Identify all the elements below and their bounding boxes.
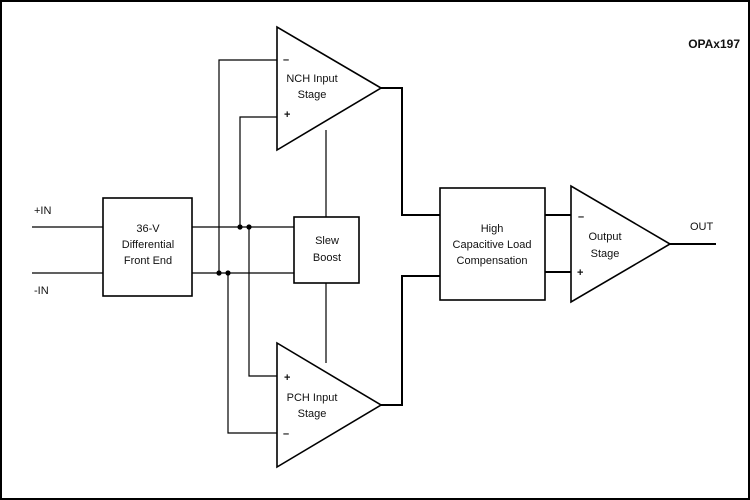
diagram-title: OPAx197 <box>688 37 740 51</box>
front-end-line-2: Differential <box>122 239 174 251</box>
compensation-line-1: High <box>481 223 504 235</box>
nch-output-wire <box>381 87 440 216</box>
pch-plus-wire <box>248 227 277 377</box>
compensation-line-2: Capacitive Load <box>453 239 532 251</box>
nch-plus-wire <box>239 116 277 227</box>
junction-dot <box>216 270 222 276</box>
minus-in-label: -IN <box>34 285 49 297</box>
nch-minus-wire <box>218 59 277 273</box>
compensation-line-3: Compensation <box>457 255 528 267</box>
nch-plus-sign: + <box>284 109 290 121</box>
nch-amplifier-triangle <box>276 25 383 152</box>
front-end-block <box>102 197 193 297</box>
compensation-block <box>439 187 546 301</box>
pch-minus-wire <box>227 273 277 434</box>
front-end-line-3: Front End <box>124 255 172 267</box>
nch-label-line-2: Stage <box>298 89 327 101</box>
out-label: OUT <box>690 221 714 233</box>
junction-dot <box>237 224 243 230</box>
pch-output-wire <box>381 275 440 406</box>
pch-amplifier-triangle <box>276 341 383 469</box>
pch-plus-sign: + <box>284 372 290 384</box>
pch-minus-sign: – <box>283 428 289 440</box>
output-plus-sign: + <box>577 267 583 279</box>
slew-boost-block <box>293 216 360 284</box>
junction-dot <box>225 270 231 276</box>
junction-dot <box>246 224 252 230</box>
pch-label-line-1: PCH Input <box>287 392 338 404</box>
nch-minus-sign: – <box>283 54 289 66</box>
output-stage-line-1: Output <box>588 231 621 243</box>
output-stage-line-2: Stage <box>591 248 620 260</box>
front-end-line-1: 36-V <box>136 223 160 235</box>
slew-boost-line-1: Slew <box>315 235 339 247</box>
output-amplifier-triangle <box>570 184 672 304</box>
output-minus-sign: – <box>578 211 584 223</box>
nch-label-line-1: NCH Input <box>286 73 337 85</box>
slew-boost-line-2: Boost <box>313 252 341 264</box>
plus-in-label: +IN <box>34 205 51 217</box>
pch-label-line-2: Stage <box>298 408 327 420</box>
